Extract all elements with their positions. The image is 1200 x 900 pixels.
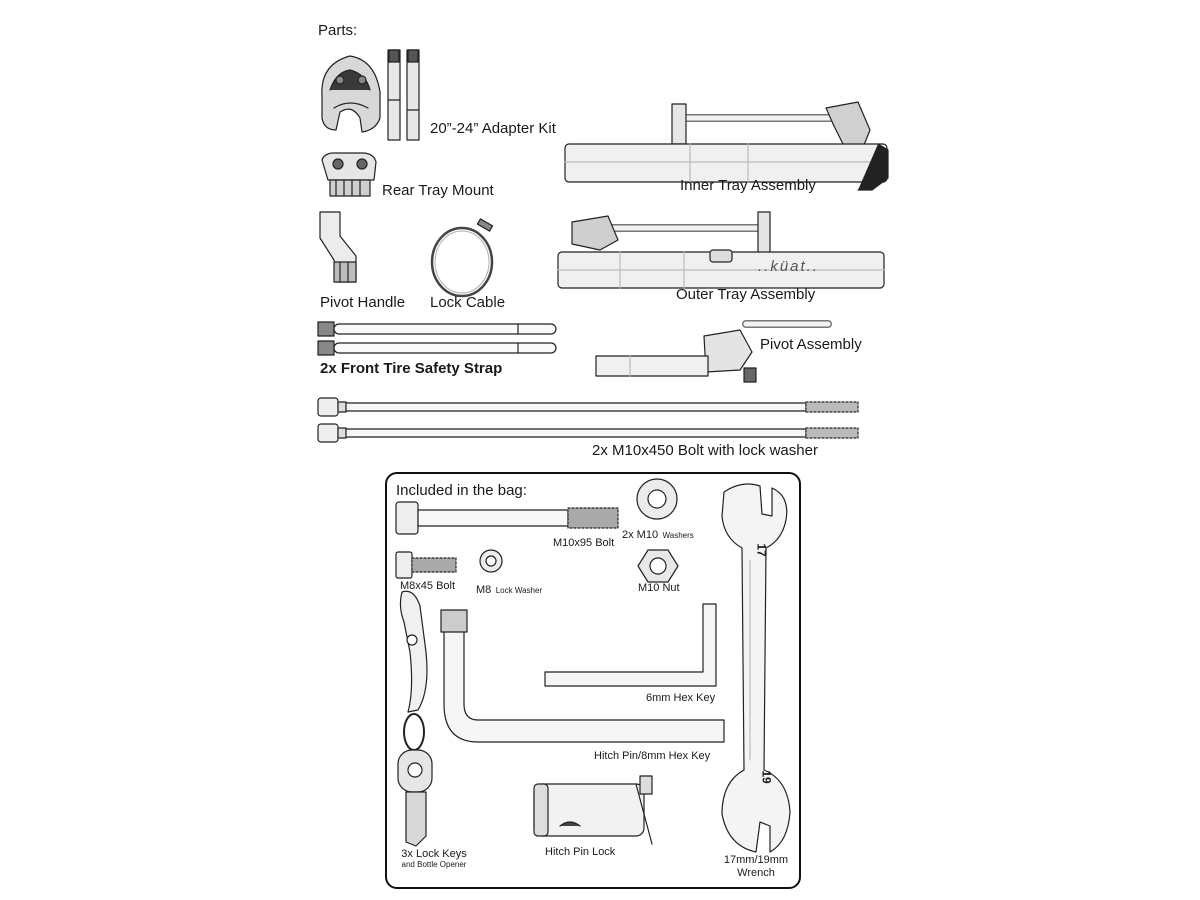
adapter-kit-label: 20”-24” Adapter Kit [430, 120, 556, 137]
wrench-label-line2: Wrench [737, 867, 775, 879]
wrench-mark-19: 19 [759, 770, 774, 784]
parts-heading: Parts: [318, 22, 358, 39]
wrench-label: 17mm/19mm Wrench [714, 854, 798, 880]
safety-strap-icon [317, 340, 557, 356]
hex-key-6mm-label: 6mm Hex Key [646, 692, 716, 704]
washers-label-main: 2x M10 [622, 529, 659, 541]
wrench-mark-17: 17 [754, 543, 769, 557]
pivot-handle-icon [319, 211, 357, 283]
bag-contents-box [385, 472, 801, 889]
bottle-opener-icon [399, 590, 428, 713]
m8-washer-label-small: Lock Washer [495, 586, 543, 595]
m10x95-bolt-label: M10x95 Bolt [553, 537, 615, 549]
washers-label-small: Washers [662, 531, 694, 540]
washers-label: 2x M10 Washers [622, 525, 694, 543]
m8-lock-washer-icon [479, 549, 503, 573]
lock-cable-label: Lock Cable [430, 294, 506, 311]
m8-washer-label-main: M8 [476, 584, 492, 596]
hitch-pin-icon [440, 609, 725, 743]
hitch-pin-label: Hitch Pin/8mm Hex Key [594, 750, 711, 762]
hex-key-6mm-icon [544, 603, 717, 687]
safety-strap-icon [317, 321, 557, 337]
wrench-label-line1: 17mm/19mm [723, 854, 789, 866]
long-bolt-label: 2x M10x450 Bolt with lock washer [592, 442, 818, 459]
lock-keys-label-small: and Bottle Opener [401, 860, 467, 869]
m10x95-bolt-icon [395, 501, 619, 535]
adapter-strap-icon [406, 49, 420, 141]
lock-keys-label: 3x Lock Keys and Bottle Opener [392, 848, 476, 869]
adapter-strap-icon [387, 49, 401, 141]
bag-heading: Included in the bag: [396, 482, 527, 499]
outer-tray-label: Outer Tray Assembly [676, 286, 816, 303]
lock-cable-icon [430, 218, 494, 298]
adapter-cup-icon [321, 55, 381, 133]
rear-tray-mount-icon [321, 152, 377, 197]
safety-strap-label: 2x Front Tire Safety Strap [320, 360, 503, 377]
hitch-pin-lock-label: Hitch Pin Lock [545, 846, 616, 858]
long-bolt-icon [317, 397, 859, 417]
inner-tray-label: Inner Tray Assembly [680, 177, 816, 194]
m8x45-bolt-label: M8x45 Bolt [400, 580, 456, 592]
inner-tray-icon [564, 101, 889, 191]
m10-washer-icon [636, 478, 678, 520]
pivot-assembly-icon [595, 320, 832, 383]
m10-nut-label: M10 Nut [638, 582, 680, 594]
lock-key-icon [397, 749, 433, 847]
kuat-logo: ..küat.. [758, 258, 820, 275]
long-bolt-icon [317, 423, 859, 443]
hitch-pin-lock-icon [533, 775, 653, 845]
lock-keys-label-main: 3x Lock Keys [401, 848, 467, 860]
pivot-assembly-label: Pivot Assembly [760, 336, 862, 353]
m8x45-bolt-icon [395, 551, 457, 579]
m10-nut-icon [637, 549, 679, 583]
pivot-handle-label: Pivot Handle [320, 294, 406, 311]
m8-washer-label: M8 Lock Washer [476, 580, 542, 598]
wrench-icon [721, 483, 791, 853]
outer-tray-icon [557, 211, 885, 289]
rear-tray-mount-label: Rear Tray Mount [382, 182, 494, 199]
